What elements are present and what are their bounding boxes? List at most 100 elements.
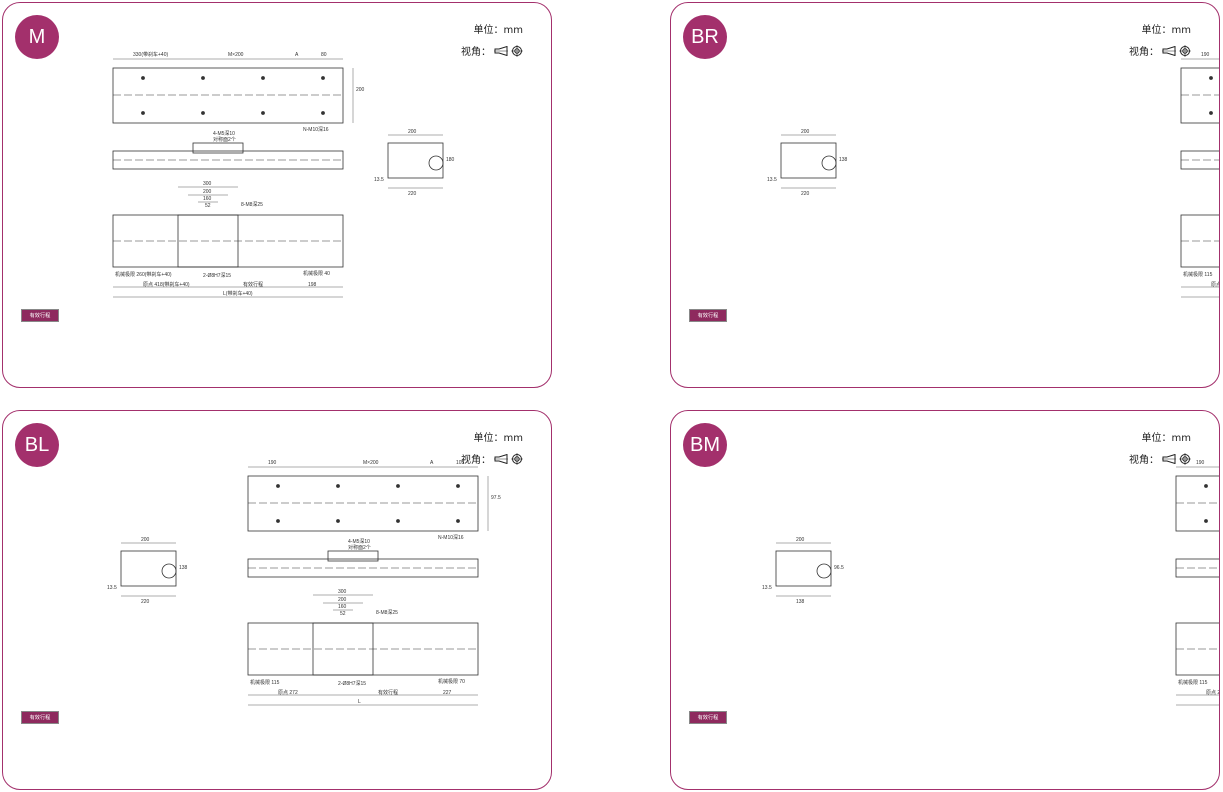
panel-bl: BL 单位：mm 视角： 190 M×200 A	[2, 410, 552, 790]
dim-label-22: 13.5	[767, 177, 777, 183]
dim-label-1: 190	[1196, 460, 1205, 466]
dim-label-17: 198	[308, 282, 317, 288]
model-badge: BR	[683, 15, 727, 59]
dim-label-7: N-M10深16	[303, 126, 329, 133]
dim-label-20: 200	[141, 537, 150, 543]
projection-cone-icon	[494, 453, 508, 464]
end-view: 200 220 13.5 138	[107, 537, 188, 605]
dim-label-22: 13.5	[762, 585, 772, 591]
dim-label-9: 200	[203, 189, 212, 195]
dim-label-20: 200	[801, 129, 810, 135]
top-view: 330(带刹车+40) M×200 A 80 N-M10深16 200	[112, 51, 365, 133]
view-label: 视角：	[461, 47, 491, 58]
projection-circle-icon	[511, 44, 523, 57]
dim-label-4: 105	[456, 460, 465, 466]
projection-circle-icon	[511, 452, 523, 465]
dim-label-23: 138	[179, 565, 188, 571]
unit-label: 单位：mm	[473, 433, 523, 444]
end-view: 200 138 13.5 96.5	[762, 537, 844, 605]
dim-label-19: L	[358, 699, 361, 705]
spec-header-row: 有效行程	[21, 711, 59, 724]
model-badge: BL	[15, 423, 59, 467]
dim-label-24: 200	[356, 87, 365, 93]
dim-label-18: 机械极限 40	[303, 270, 330, 277]
stroke-header: 有效行程	[689, 711, 727, 724]
dim-label-22: 13.5	[107, 585, 117, 591]
unit-label: 单位：mm	[473, 25, 523, 36]
dim-label-2: M×200	[363, 460, 379, 466]
panel-bm: BM 单位：mm 视角： 190 M×200 A	[670, 410, 1220, 790]
projection-circle-icon	[1179, 44, 1191, 57]
dim-label-6: 对称面2个	[348, 544, 371, 551]
dim-label-15: 原点 272	[278, 690, 298, 696]
dim-label-1: 190	[1201, 52, 1210, 58]
technical-drawing: 190 M×200 A 105 N-M10深16 220 4-M5深10 对称面…	[762, 460, 1220, 706]
stroke-header: 有效行程	[21, 309, 59, 322]
dim-label-23: 96.5	[834, 565, 844, 571]
spec-table: 有效行程	[689, 711, 727, 724]
dim-label-22: 13.5	[374, 177, 384, 183]
projection-cone-icon	[494, 45, 508, 56]
panel-m: M 单位：mm 视角： 330(带刹车+40) M×200	[2, 2, 552, 388]
side-view: 4-M5深10 对称面2个	[112, 130, 344, 170]
dim-label-14: 机械极限 260(带刹车+40)	[115, 271, 172, 278]
dim-label-20: 200	[408, 129, 417, 135]
end-view: 200 220 13.5 180	[374, 129, 455, 197]
dim-label-21: 220	[141, 599, 150, 605]
projection-cone-icon	[1162, 453, 1176, 464]
dim-label-6: 对称面2个	[213, 136, 236, 143]
dim-label-16: 有效行程	[243, 281, 263, 288]
dim-label-8: 300	[203, 181, 212, 187]
unit-label: 单位：mm	[1141, 433, 1191, 444]
dim-label-24: 97.5	[491, 495, 501, 501]
panel-br: BR 单位：mm 视角： 190 M×200 A	[670, 2, 1220, 388]
spec-header-row: 有效行程	[689, 309, 727, 322]
stroke-header: 有效行程	[689, 309, 727, 322]
dim-label-12: 8-M8深25	[376, 609, 398, 616]
dim-label-17: 227	[443, 690, 452, 696]
dim-label-14: 机械极限 115	[1178, 679, 1208, 686]
side-view: 4-M5深10 对称面2个	[247, 538, 479, 578]
top-view: 190 M×200 A 105 N-M10深16 97.5	[247, 460, 501, 541]
model-badge: M	[15, 15, 59, 59]
technical-drawing: 330(带刹车+40) M×200 A 80 N-M10深16 200 4-M5…	[112, 51, 455, 298]
spec-table: 有效行程	[689, 309, 727, 322]
view-label: 视角：	[461, 455, 491, 466]
top-view: 190 M×200 A 105 N-M10深16 97.5	[1180, 52, 1219, 124]
dim-label-9: 200	[338, 597, 347, 603]
dim-label-8: 300	[338, 589, 347, 595]
view-label: 视角：	[1129, 47, 1159, 58]
view-angle: 视角：	[461, 43, 523, 58]
dim-label-15: 原点 272	[1206, 690, 1220, 696]
spec-header-row: 有效行程	[689, 711, 727, 724]
bottom-view: 300 200 160 52 8-M8深25 2-Ø8H7深15 机械极限 11…	[1180, 214, 1220, 298]
side-view: 4-M5深10 对称面2个	[1180, 150, 1219, 170]
end-view: 200 220 13.5 138	[767, 129, 848, 197]
projection-cone-icon	[1162, 45, 1176, 56]
dim-label-2: M×200	[228, 52, 244, 58]
top-view: 190 M×200 A 105 N-M10深16 220	[1175, 460, 1219, 532]
dim-label-1: 330(带刹车+40)	[133, 51, 168, 58]
spec-header-row: 有效行程	[21, 309, 59, 322]
stroke-header: 有效行程	[21, 711, 59, 724]
dim-label-13: 2-Ø8H7深15	[338, 680, 366, 687]
dim-label-21: 138	[796, 599, 805, 605]
dim-label-11: 52	[205, 203, 211, 209]
dim-label-11: 52	[340, 611, 346, 617]
dim-label-5: 4-M5深10	[213, 130, 235, 137]
dim-label-5: 4-M5深10	[348, 538, 370, 545]
dim-label-15: 原点 418(带刹车+40)	[143, 281, 190, 288]
dim-label-3: A	[430, 460, 434, 466]
dim-label-15: 原点 272	[1211, 282, 1220, 288]
dim-label-10: 160	[203, 196, 212, 202]
dim-label-1: 190	[268, 460, 277, 466]
spec-table: 有效行程	[21, 711, 59, 724]
dim-label-4: 80	[321, 52, 327, 58]
side-view: 4-M5深10 对称面2个	[1175, 558, 1219, 578]
bottom-view: 300 200 160 52 8-M8深25 2-Ø8H7深15 机械极限 11…	[1175, 622, 1220, 706]
bottom-view: 300 200 160 52 8-M8深25 2-Ø8H7深15 机械极限 11…	[247, 589, 479, 706]
view-label: 视角：	[1129, 455, 1159, 466]
bottom-view: 300 200 160 52 8-M8深25 2-Ø8H7深15 机械极限 26…	[112, 181, 344, 298]
projection-circle-icon	[1179, 452, 1191, 465]
dim-label-20: 200	[796, 537, 805, 543]
